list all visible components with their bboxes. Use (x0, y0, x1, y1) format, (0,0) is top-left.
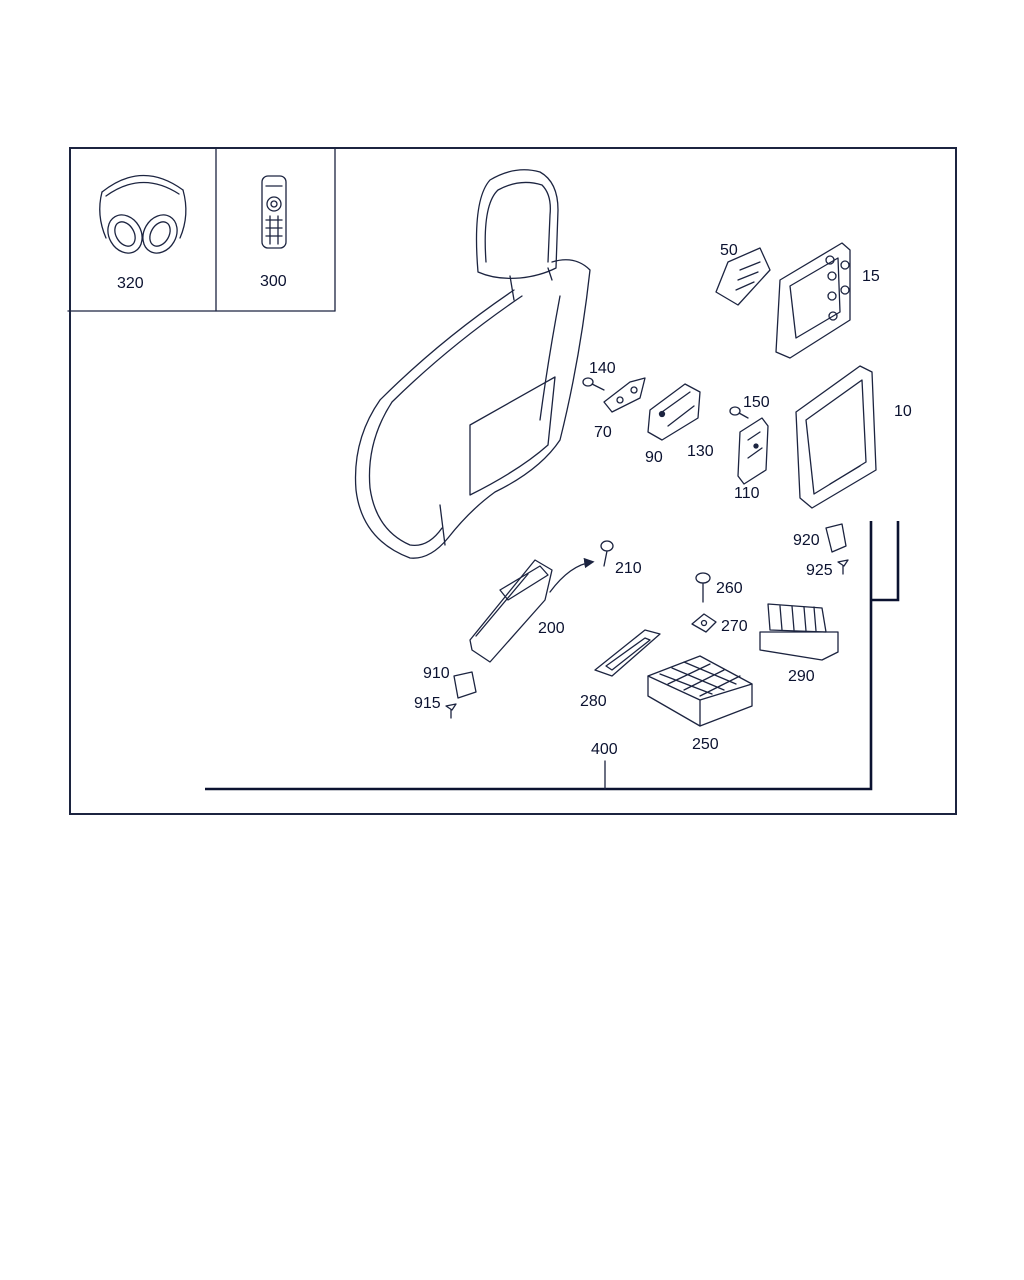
label-210: 210 (615, 560, 642, 577)
label-140: 140 (589, 360, 616, 377)
label-15: 15 (862, 268, 880, 285)
label-270: 270 (721, 618, 748, 635)
label-110: 110 (734, 485, 760, 502)
part-400-harness (205, 521, 900, 791)
label-400: 400 (591, 741, 618, 758)
label-915: 915 (414, 695, 441, 712)
label-200: 200 (538, 620, 565, 637)
part-920-clip (825, 523, 847, 553)
part-915-screw (445, 703, 457, 719)
part-90-hinge (647, 383, 701, 441)
label-260: 260 (716, 580, 743, 597)
part-200-module (469, 557, 595, 663)
part-925-screw (837, 559, 849, 575)
label-70: 70 (594, 424, 612, 441)
remote-control-part (261, 175, 287, 249)
label-925: 925 (806, 562, 833, 579)
part-10-monitor (795, 365, 877, 509)
inset-boxes (67, 147, 336, 312)
label-920: 920 (793, 532, 820, 549)
part-250-grille (647, 655, 753, 727)
label-280: 280 (580, 693, 607, 710)
part-50-bracket (715, 247, 771, 306)
label-910: 910 (423, 665, 450, 682)
label-10: 10 (894, 403, 912, 420)
label-50: 50 (720, 242, 738, 259)
part-270-nut (691, 613, 717, 633)
part-70-bracket (603, 377, 646, 413)
seat-outline (354, 169, 591, 559)
label-320: 320 (117, 275, 144, 292)
part-260-bolt (695, 572, 711, 603)
label-150: 150 (743, 394, 770, 411)
part-140-screw (582, 377, 605, 391)
part-15-panel (775, 242, 851, 359)
part-910-clip (453, 671, 477, 699)
part-110-hinge (737, 417, 769, 485)
part-280-frame (594, 629, 661, 677)
label-130: 130 (687, 443, 714, 460)
label-90: 90 (645, 449, 663, 466)
diagram-frame (69, 147, 957, 815)
part-210-screw (600, 540, 614, 567)
label-290: 290 (788, 668, 815, 685)
headphones-part (99, 174, 187, 254)
label-250: 250 (692, 736, 719, 753)
label-300: 300 (260, 273, 287, 290)
part-150-screw (729, 406, 749, 419)
part-290-connector (759, 603, 839, 661)
